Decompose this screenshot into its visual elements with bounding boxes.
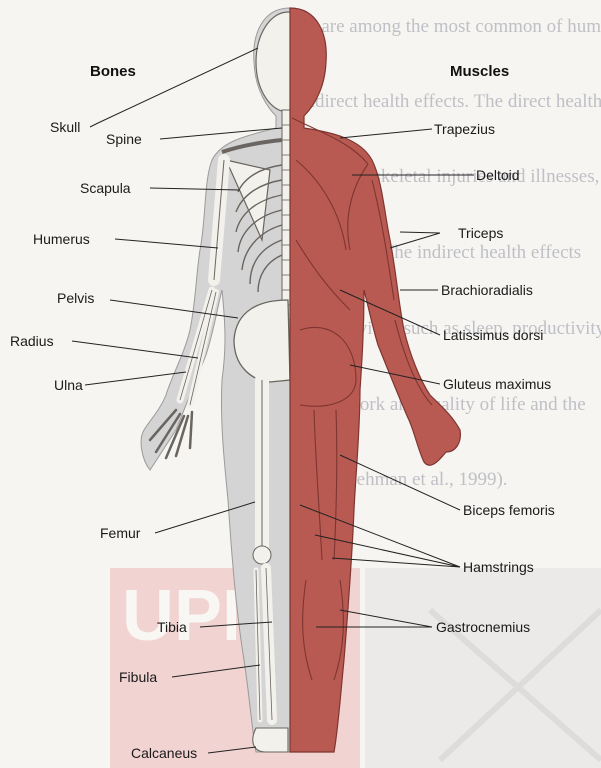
heading-bones: Bones xyxy=(90,63,136,80)
label-humerus: Humerus xyxy=(33,231,90,247)
label-brachioradialis: Brachioradialis xyxy=(441,282,533,298)
label-scapula: Scapula xyxy=(80,180,131,196)
label-spine: Spine xyxy=(106,131,142,147)
label-trapezius: Trapezius xyxy=(434,121,495,137)
watermark-logo: UPM xyxy=(110,568,601,768)
label-skull: Skull xyxy=(50,119,80,135)
label-femur: Femur xyxy=(100,525,141,541)
label-latissimus-dorsi: Latissimus dorsi xyxy=(443,327,543,343)
label-gluteus-maximus: Gluteus maximus xyxy=(443,376,551,392)
label-tibia: Tibia xyxy=(157,619,187,635)
label-biceps-femoris: Biceps femoris xyxy=(463,502,555,518)
label-triceps: Triceps xyxy=(458,225,503,241)
label-radius: Radius xyxy=(10,333,54,349)
heading-muscles: Muscles xyxy=(450,63,509,80)
muscle-labels: Trapezius Deltoid Triceps Brachioradiali… xyxy=(434,121,555,635)
label-fibula: Fibula xyxy=(119,669,157,685)
label-pelvis: Pelvis xyxy=(57,290,94,306)
label-ulna: Ulna xyxy=(54,377,83,393)
label-calcaneus: Calcaneus xyxy=(131,745,197,761)
label-deltoid: Deltoid xyxy=(476,167,520,183)
label-hamstrings: Hamstrings xyxy=(463,559,534,575)
label-gastrocnemius: Gastrocnemius xyxy=(436,619,530,635)
